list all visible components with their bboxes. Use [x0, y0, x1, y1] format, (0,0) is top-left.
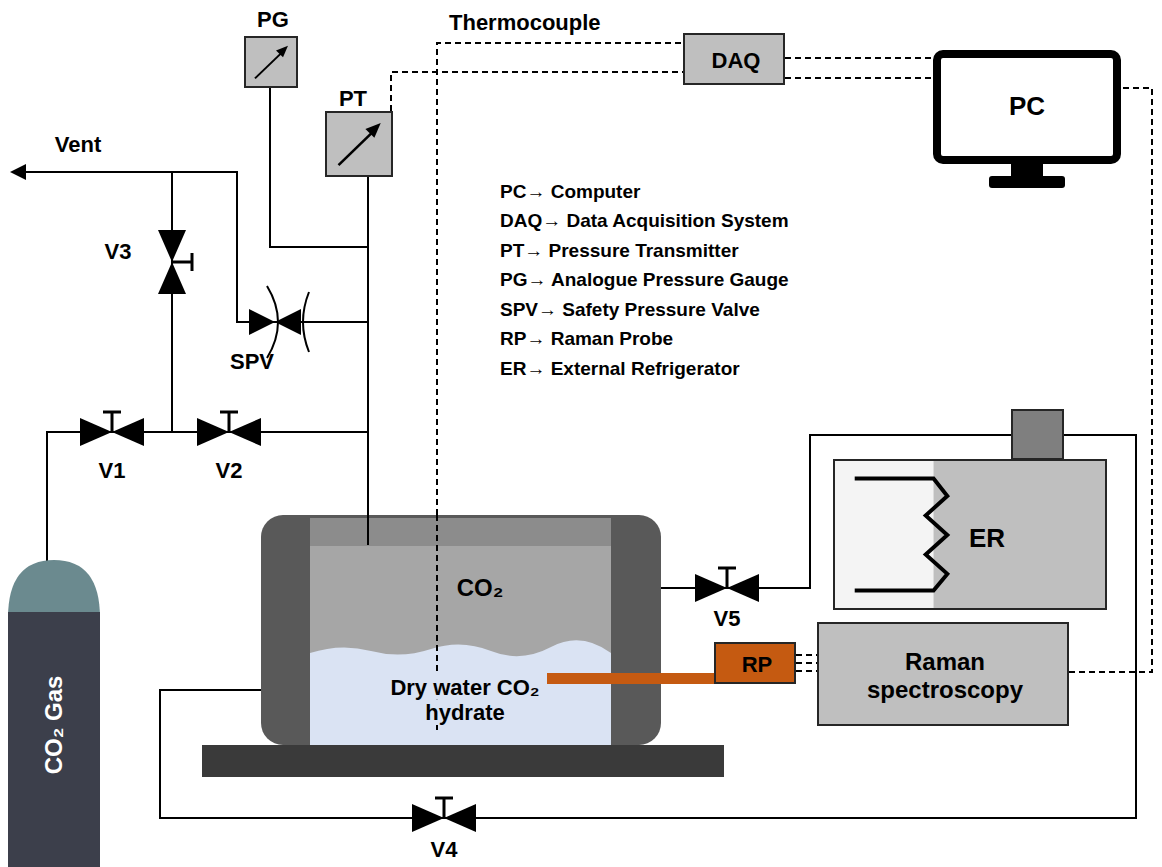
external-refrigerator: ER: [833, 459, 1107, 610]
node-label: CO₂: [435, 574, 525, 602]
gas-cylinder: CO₂ Gas: [8, 560, 100, 867]
coolant-return-line: [160, 435, 1136, 818]
valve-label: V4: [419, 837, 469, 862]
reactor-feed-line: [367, 177, 369, 515]
vent-branch: [171, 172, 173, 432]
vent-arrow: [10, 164, 26, 180]
abbreviation-note: SPV→ Safety Pressure Valve: [500, 299, 920, 321]
valve-label: V3: [93, 239, 143, 264]
abbreviation-note: ER→ External Refrigerator: [500, 358, 920, 380]
raman-spectrometer: Raman spectroscopy: [817, 622, 1069, 726]
refrigerator-pump: [1012, 410, 1063, 459]
computer-monitor: PC: [933, 50, 1121, 196]
gauge-icon: [246, 38, 296, 86]
raman-probe: RP: [714, 642, 796, 684]
node-label: CO₂ Gas: [40, 625, 68, 825]
node-label: PC: [987, 92, 1067, 122]
pressure-gauge: PG: [244, 36, 298, 88]
node-text: Dry water CO₂ hydrate: [387, 675, 543, 726]
valve-symbol: [412, 798, 476, 832]
hydrate-reactor: CO₂ Dry water CO₂ hydrate: [261, 515, 661, 745]
daq-box: DAQ: [683, 33, 785, 85]
valve-label: Vent: [38, 132, 118, 157]
valve-symbol: [80, 412, 144, 446]
valve-label: V5: [702, 606, 752, 631]
signal-line: [391, 72, 683, 111]
node-label: ER: [947, 524, 1027, 554]
abbreviation-note: PT→ Pressure Transmitter: [500, 240, 920, 262]
abbreviation-note: PG→ Analogue Pressure Gauge: [500, 269, 920, 291]
valve-symbol: [158, 230, 192, 294]
monitor-shape: [933, 50, 1121, 196]
base-plate: [202, 745, 724, 777]
valve-label: SPV: [217, 349, 287, 374]
abbreviation-note: PC→ Computer: [500, 181, 920, 203]
safety-valve-symbol: [249, 286, 309, 358]
signal-line: [796, 655, 817, 671]
abbreviation-note: DAQ→ Data Acquisition System: [500, 210, 920, 232]
pressure-transmitter: PT: [325, 111, 393, 177]
node-label: PT: [323, 86, 383, 111]
valve-label: V1: [87, 458, 137, 483]
valve-label: V2: [204, 458, 254, 483]
abbreviation-note: RP→ Raman Probe: [500, 328, 920, 350]
node-label: RP: [716, 652, 798, 677]
signal-line: [785, 58, 933, 78]
gauge-icon: [327, 113, 391, 175]
edge-label: Thermocouple: [449, 10, 689, 35]
node-label: PG: [238, 7, 308, 32]
node-label: Raman spectroscopy: [835, 648, 1055, 703]
valve-symbol: [695, 568, 759, 602]
node-label: DAQ: [685, 48, 787, 73]
valve-symbol: [197, 412, 261, 446]
